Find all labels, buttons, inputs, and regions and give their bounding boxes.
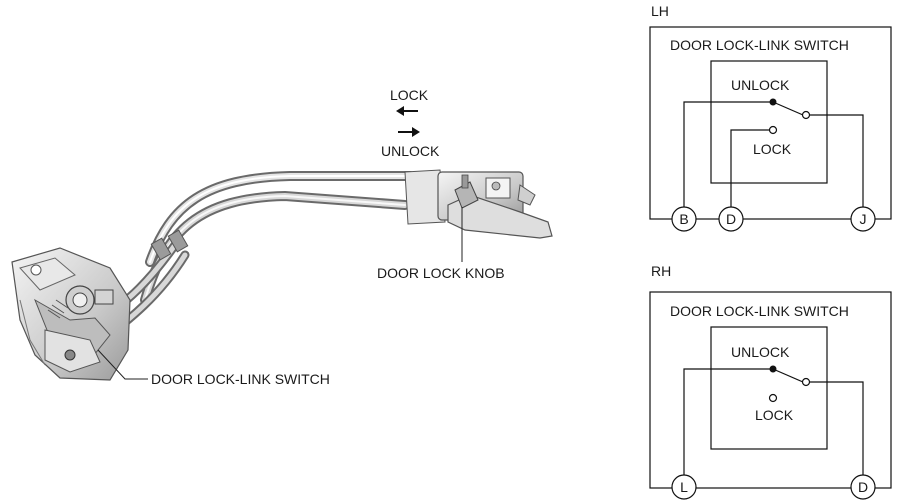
lh-box-title: DOOR LOCK-LINK SWITCH [670, 37, 849, 53]
rh-schematic: RH DOOR LOCK-LINK SWITCH UNLOCK LOCK L D [649, 263, 892, 500]
lh-terminal-d-label: D [726, 211, 736, 227]
rh-unlock-label: UNLOCK [731, 344, 790, 360]
left-arrow-icon [396, 106, 418, 116]
rh-terminal-d-label: D [858, 479, 868, 495]
unlock-direction-label: UNLOCK [381, 143, 440, 159]
rh-terminal-l [671, 474, 697, 500]
lh-terminal-b-label: B [679, 211, 688, 227]
knob-callout: DOOR LOCK KNOB [377, 207, 505, 281]
lh-terminal-j [850, 206, 876, 232]
lh-switch-inner-box [710, 60, 828, 184]
lh-unlock-label: UNLOCK [731, 77, 790, 93]
lh-side-label: LH [651, 3, 669, 19]
door-lock-knob-label: DOOR LOCK KNOB [377, 265, 505, 281]
rh-lock-label: LOCK [755, 407, 794, 423]
lh-lock-contact [768, 125, 778, 135]
lh-schematic: LH DOOR LOCK-LINK SWITCH UNLOCK LOCK B D… [649, 3, 892, 232]
rh-lock-contact [768, 393, 778, 403]
door-lock-body [11, 247, 131, 381]
rh-terminal-d [850, 474, 876, 500]
inner-handle-assembly [404, 169, 553, 239]
lh-terminal-d [718, 206, 744, 232]
lock-direction-label: LOCK [390, 87, 429, 103]
lh-lock-label: LOCK [753, 141, 792, 157]
door-lock-link-switch-label: DOOR LOCK-LINK SWITCH [151, 371, 330, 387]
rh-switch-arm [772, 368, 804, 383]
rh-side-label: RH [651, 263, 671, 279]
lh-common-contact [801, 110, 811, 120]
rh-common-contact [801, 377, 811, 387]
lock-assembly-illustration [11, 169, 553, 381]
right-arrow-icon [398, 127, 420, 137]
lh-switch-outer-box [649, 26, 892, 220]
direction-indicator: LOCK UNLOCK [381, 87, 440, 159]
lh-terminal-b [671, 206, 697, 232]
rh-switch-inner-box [710, 326, 828, 450]
rh-switch-outer-box [649, 291, 892, 489]
lh-switch-arm [772, 101, 804, 116]
switch-callout: DOOR LOCK-LINK SWITCH [97, 349, 330, 387]
rh-box-title: DOOR LOCK-LINK SWITCH [670, 303, 849, 319]
lh-terminal-j-label: J [860, 211, 867, 227]
rh-terminal-l-label: L [680, 479, 688, 495]
